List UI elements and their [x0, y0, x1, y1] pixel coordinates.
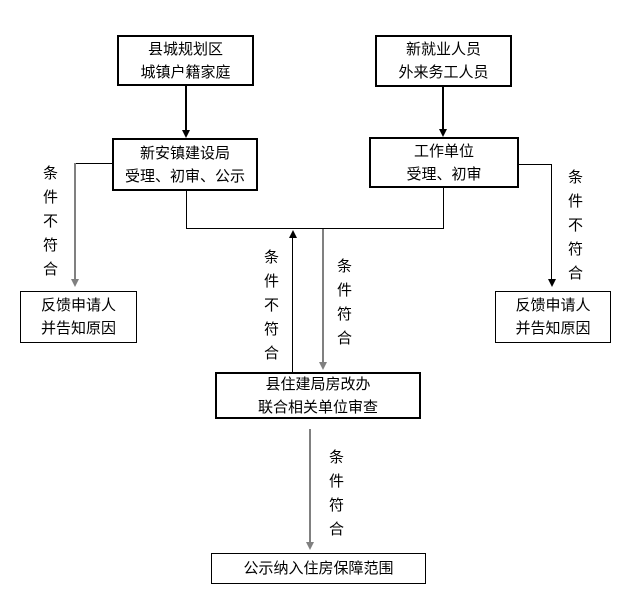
edge-center-hline: [186, 228, 444, 229]
edge-left-not-met-arrowhead: [71, 279, 79, 287]
edge-right-not-met-arrowhead: [548, 279, 556, 287]
edge-center-right-vline: [443, 188, 444, 229]
node-feedback-applicant-left: 反馈申请人 并告知原因: [20, 291, 137, 343]
edge-left-not-met-hline: [75, 163, 112, 164]
edge-right-not-met-hline: [519, 164, 552, 165]
node-final-publicity-housing-security: 公示纳入住房保障范围: [211, 553, 426, 584]
edge-center-met-vline: [322, 229, 324, 363]
edge-label-right-not-met: 条件不符合: [567, 169, 583, 282]
node-county-urban-households: 县城规划区 城镇户籍家庭: [117, 35, 254, 86]
edge-label-center-met: 条件符合: [336, 258, 352, 347]
node-new-employment-migrant-workers: 新就业人员 外来务工人员: [375, 35, 512, 87]
node-work-unit: 工作单位 受理、初审: [369, 137, 519, 188]
edge-center-met-arrowhead: [319, 362, 327, 370]
edge-label-center-not-met: 条件不符合: [263, 249, 279, 362]
edge-right-not-met-vline: [551, 164, 552, 280]
node-town-construction-bureau: 新安镇建设局 受理、初审、公示: [112, 138, 258, 191]
edge-label-bottom-met: 条件符合: [328, 449, 344, 538]
edge-bottom-met-arrowhead: [306, 542, 314, 550]
node-county-housing-bureau-joint-review: 县住建局房改办 联合相关单位审查: [215, 372, 421, 419]
edge-bottom-met-vline: [309, 429, 311, 543]
edge-center-not-met-arrowhead: [289, 230, 297, 238]
edge-center-left-vline: [186, 191, 187, 229]
edge-new-to-work-unit-arrowhead: [439, 129, 447, 137]
edge-new-to-work-unit-line: [442, 87, 444, 130]
edge-center-not-met-vline: [292, 237, 293, 372]
edge-urban-to-town-bureau-arrowhead: [182, 130, 190, 138]
node-feedback-applicant-right: 反馈申请人 并告知原因: [495, 291, 611, 343]
edge-label-left-not-met: 条件不符合: [42, 165, 58, 278]
edge-urban-to-town-bureau-line: [185, 86, 187, 131]
edge-left-not-met-vline: [74, 163, 76, 280]
